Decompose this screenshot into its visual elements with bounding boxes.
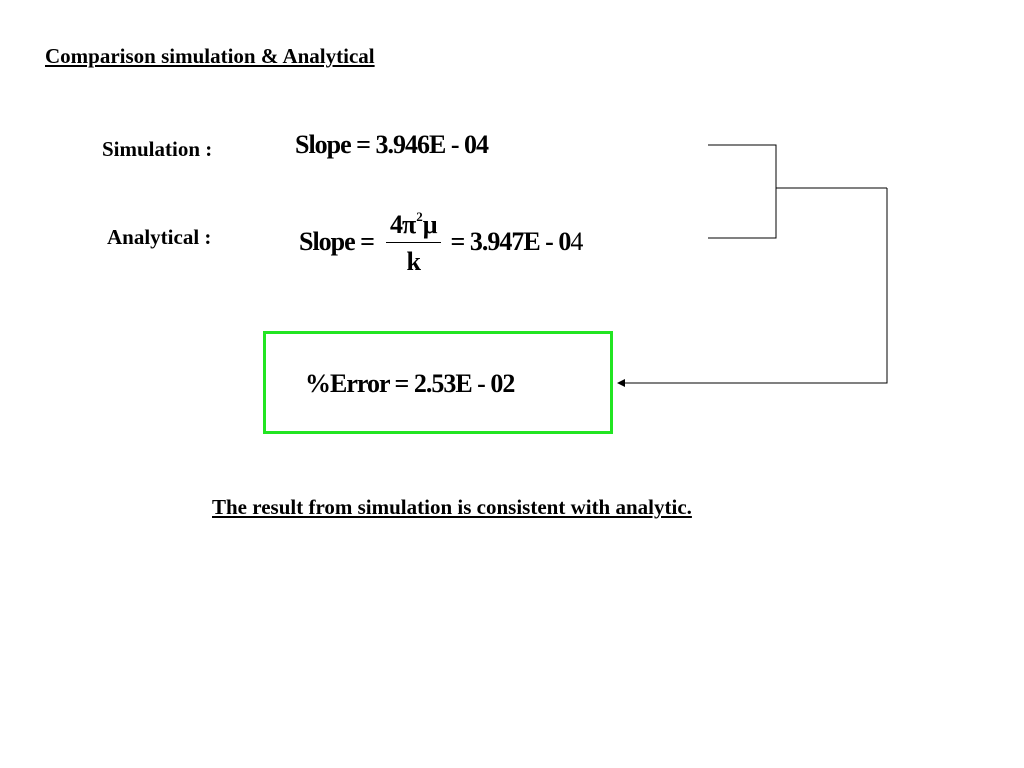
numerator-exponent: 2 [416, 208, 422, 224]
error-box [263, 331, 613, 434]
analytical-equation: Slope = 4π2μ k = 3.947E - 04 [299, 202, 584, 282]
conclusion-text: The result from simulation is consistent… [212, 495, 692, 519]
analytical-lhs: Slope = [299, 227, 375, 256]
analytical-rhs-tail: 4 [570, 227, 583, 256]
error-equation: %Error = 2.53E - 02 [305, 369, 515, 398]
fraction-denominator: k [406, 246, 422, 276]
simulation-label: Simulation : [102, 137, 213, 161]
slide-title: Comparison simulation & Analytical [45, 44, 375, 68]
analytical-label: Analytical : [107, 225, 212, 249]
numerator-base: 4π [390, 209, 416, 239]
analytical-rhs-main: = 3.947E - 0 [450, 227, 572, 256]
analytical-rhs: = 3.947E - 04 [450, 227, 584, 257]
bracket-line [708, 144, 777, 239]
numerator-mu: μ [422, 209, 438, 239]
simulation-equation: Slope = 3.946E - 04 [295, 130, 489, 159]
connector-arrow [617, 188, 888, 387]
fraction-numerator: 4π2μ [386, 210, 441, 243]
analytical-fraction: 4π2μ k [386, 210, 441, 275]
